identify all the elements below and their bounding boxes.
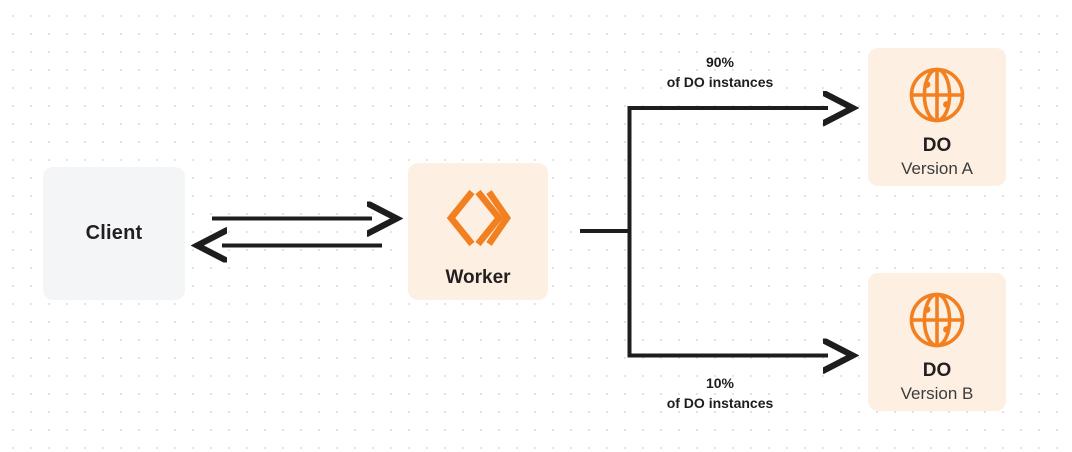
globe-icon [908, 66, 966, 124]
node-do-version-b[interactable]: DO Version B [868, 273, 1006, 411]
edge-label-bottom: 10% of DO instances [612, 373, 828, 414]
do-a-version-label: Version A [901, 158, 973, 178]
node-worker[interactable]: Worker [408, 163, 548, 300]
node-client[interactable]: Client [43, 167, 185, 300]
edge-label-top-description: of DO instances [666, 74, 774, 91]
edge-label-bottom-percent: 10% [705, 375, 735, 391]
edge-label-top-percent: 90% [705, 54, 735, 70]
globe-icon [908, 291, 966, 349]
do-b-label: DO [922, 360, 952, 381]
do-b-version-label: Version B [900, 383, 974, 403]
edge-label-bottom-description: of DO instances [666, 395, 774, 412]
edge-label-top: 90% of DO instances [612, 52, 828, 93]
node-do-version-a[interactable]: DO Version A [868, 48, 1006, 186]
cloudflare-workers-logo-icon [445, 187, 512, 249]
worker-label: Worker [445, 267, 511, 288]
do-a-label: DO [922, 135, 952, 156]
client-label: Client [85, 222, 143, 244]
